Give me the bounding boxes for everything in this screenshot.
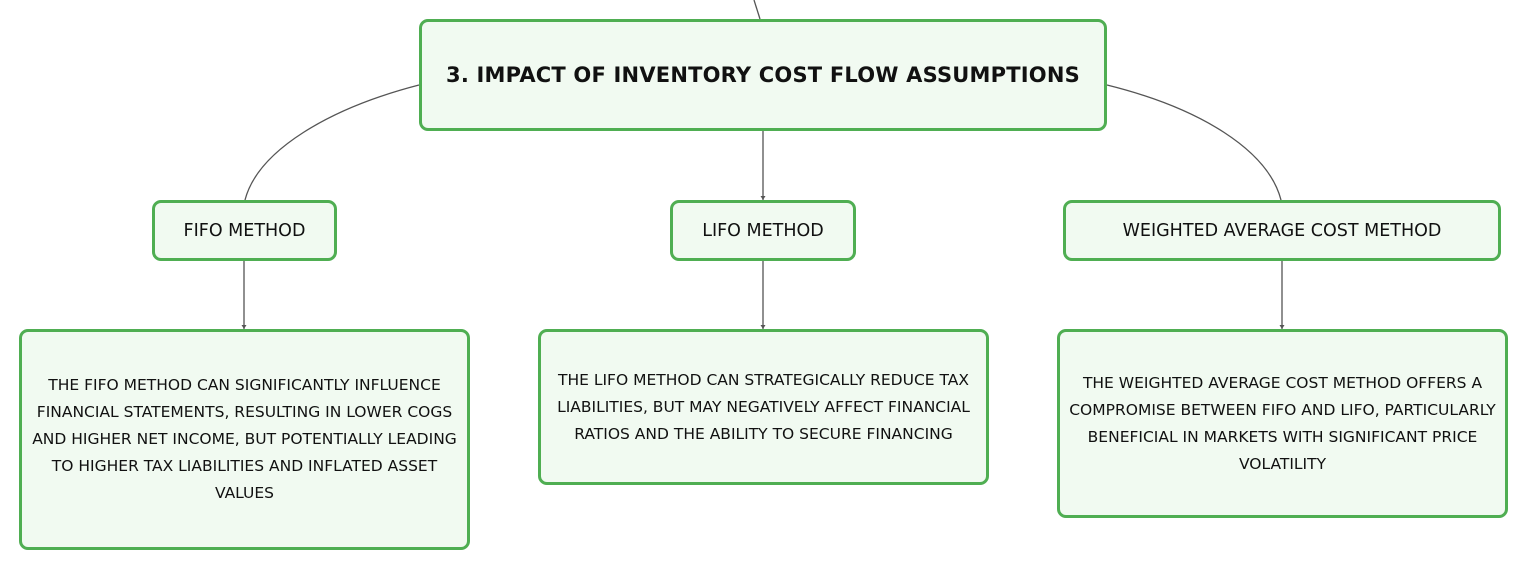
- weighted-average-detail-node[interactable]: THE WEIGHTED AVERAGE COST METHOD OFFERS …: [1057, 329, 1508, 518]
- arrowhead-lifo-detail: [760, 325, 766, 329]
- weighted-average-method-node[interactable]: WEIGHTED AVERAGE COST METHOD: [1063, 200, 1501, 261]
- fifo-detail-node[interactable]: THE FIFO METHOD CAN SIGNIFICANTLY INFLUE…: [19, 329, 470, 550]
- weighted-average-detail-text: THE WEIGHTED AVERAGE COST METHOD OFFERS …: [1069, 373, 1496, 473]
- fifo-detail-text: THE FIFO METHOD CAN SIGNIFICANTLY INFLUE…: [32, 376, 457, 502]
- arrowhead-lifo: [760, 196, 766, 200]
- connector-root-to-fifo: [244, 84, 420, 201]
- weighted-average-method-label: WEIGHTED AVERAGE COST METHOD: [1122, 220, 1442, 241]
- connector-parent-to-root: [753, 0, 761, 20]
- arrowhead-wac-detail: [1279, 325, 1285, 329]
- arrowhead-fifo-detail: [241, 325, 247, 329]
- fifo-method-label: FIFO METHOD: [183, 220, 306, 241]
- lifo-detail-text: THE LIFO METHOD CAN STRATEGICALLY REDUCE…: [557, 370, 970, 443]
- lifo-detail-node[interactable]: THE LIFO METHOD CAN STRATEGICALLY REDUCE…: [538, 329, 989, 485]
- connector-root-to-wac: [1106, 84, 1282, 201]
- lifo-method-label: LIFO METHOD: [702, 220, 824, 241]
- fifo-method-node[interactable]: FIFO METHOD: [152, 200, 337, 261]
- root-topic-node[interactable]: 3. IMPACT OF INVENTORY COST FLOW ASSUMPT…: [419, 19, 1107, 131]
- root-topic-label: 3. IMPACT OF INVENTORY COST FLOW ASSUMPT…: [446, 63, 1080, 87]
- lifo-method-node[interactable]: LIFO METHOD: [670, 200, 856, 261]
